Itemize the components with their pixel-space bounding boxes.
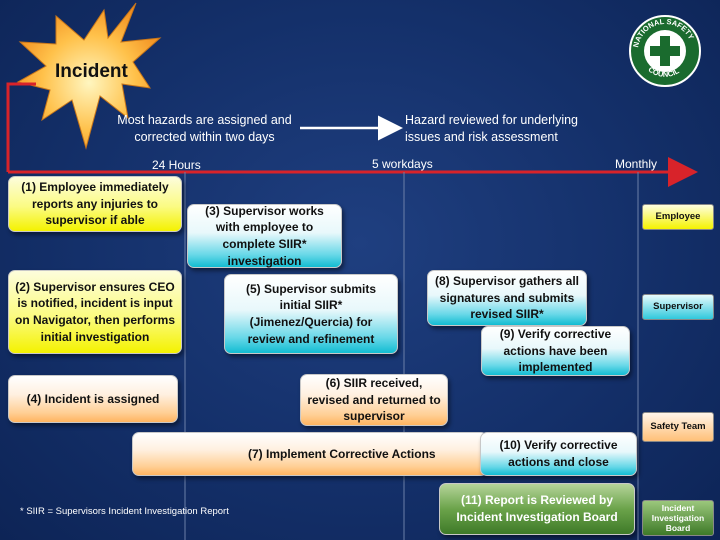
step-6-text: (6) SIIR received, revised and returned … xyxy=(307,376,441,424)
national-safety-council-logo: NATIONAL SAFETY COUNCIL xyxy=(629,15,701,87)
step-3-text: (3) Supervisor works with employee to co… xyxy=(205,203,324,268)
incident-title: Incident xyxy=(55,61,128,82)
timeline-label-monthly: Monthly xyxy=(615,157,658,171)
step-9-box: (9) Verify corrective actions have been … xyxy=(481,326,630,376)
step-2-text: (2) Supervisor ensures CEO is notified, … xyxy=(14,279,176,344)
timeline-label-24-hours: 24 Hours xyxy=(152,158,201,172)
role-supervisor: Supervisor xyxy=(642,294,714,320)
step-10-text: (10) Verify corrective actions and close xyxy=(499,438,618,469)
step-6-box: (6) SIIR received, revised and returned … xyxy=(300,374,448,426)
role-safety-team-label: Safety Team xyxy=(650,420,706,432)
step-8-box: (8) Supervisor gathers all signatures an… xyxy=(427,270,587,326)
note-right: Hazard reviewed for underlying issues an… xyxy=(405,113,579,144)
step-8-text: (8) Supervisor gathers all signatures an… xyxy=(434,274,580,322)
role-employee: Employee xyxy=(642,204,714,230)
note-left: Most hazards are assigned and corrected … xyxy=(117,113,292,144)
timeline-label-5-workdays: 5 workdays xyxy=(372,157,433,171)
role-incident-investigation-board: Incident Investigation Board xyxy=(642,500,714,536)
step-5-box: (5) Supervisor submits initial SIIR* (Ji… xyxy=(224,274,398,354)
role-employee-label: Employee xyxy=(655,210,701,222)
step-4-box: (4) Incident is assigned xyxy=(8,375,178,423)
step-9-text: (9) Verify corrective actions have been … xyxy=(499,327,612,375)
step-3-box: (3) Supervisor works with employee to co… xyxy=(187,204,342,268)
role-safety-team: Safety Team xyxy=(642,412,714,442)
role-board-label: Incident Investigation Board xyxy=(651,502,705,534)
step-7-text: (7) Implement Corrective Actions xyxy=(248,446,436,461)
step-1-text: (1) Employee immediately reports any inj… xyxy=(21,180,169,228)
step-2-box: (2) Supervisor ensures CEO is notified, … xyxy=(8,270,182,354)
step-10-box: (10) Verify corrective actions and close xyxy=(480,432,637,476)
footnote-siir: * SIIR = Supervisors Incident Investigat… xyxy=(20,506,229,517)
step-5-text: (5) Supervisor submits initial SIIR* (Ji… xyxy=(245,281,377,346)
step-11-text: (11) Report is Reviewed by Incident Inve… xyxy=(456,493,618,524)
step-7-box: (7) Implement Corrective Actions xyxy=(132,432,488,476)
role-supervisor-label: Supervisor xyxy=(653,300,703,312)
step-1-box: (1) Employee immediately reports any inj… xyxy=(8,176,182,232)
step-11-box: (11) Report is Reviewed by Incident Inve… xyxy=(439,483,635,535)
step-4-text: (4) Incident is assigned xyxy=(26,391,160,406)
incident-starburst xyxy=(16,2,162,150)
